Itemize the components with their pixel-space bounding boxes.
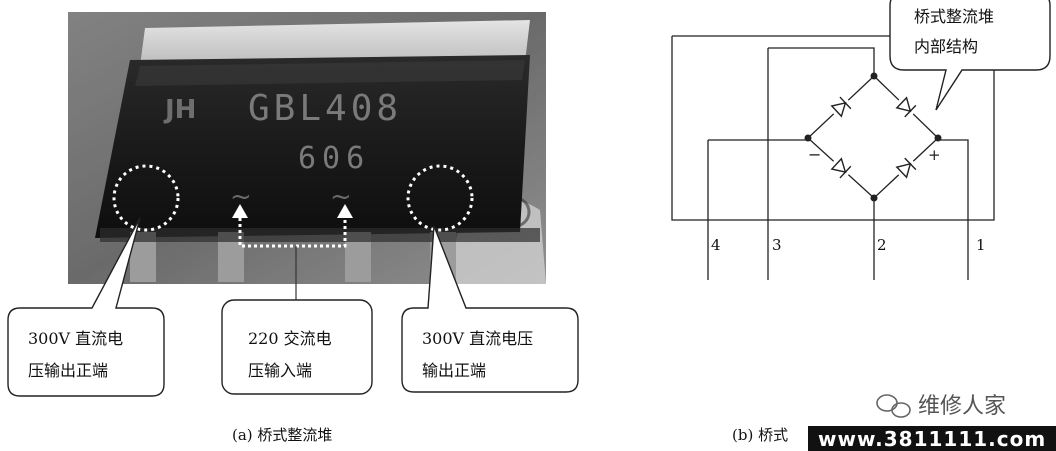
callout-middle: 220 交流电 压输入端	[221, 299, 373, 395]
caption-a: (a) 桥式整流堆	[232, 426, 332, 444]
bridge-diamond	[807, 75, 939, 199]
chip-top-face	[140, 20, 530, 66]
ac-symbol-right: ~	[330, 182, 352, 212]
watermark-site: www.3811111.com	[818, 427, 1046, 451]
plus-sign: +	[928, 146, 941, 164]
caption-b: (b) 桥式	[732, 426, 788, 444]
chip-logo: JH	[163, 95, 196, 125]
callout-right-line2: 输出正端	[422, 361, 486, 380]
diode-top-right	[892, 93, 920, 121]
pin-label-4: 4	[711, 236, 721, 254]
diode-bottom-right	[892, 154, 920, 182]
ac-symbol-left: ~	[230, 182, 252, 212]
callout-left-line2: 压输出正端	[28, 361, 108, 380]
chip-body	[95, 55, 530, 238]
callout-left: 300V 直流电 压输出正端	[7, 217, 165, 397]
callout-middle-line1: 220 交流电	[248, 329, 332, 348]
wire-top-inner	[768, 47, 875, 76]
bridge-rectifier-photo: JH GBL408 606 ~ ~	[68, 12, 546, 300]
callout-middle-line2: 压输入端	[248, 361, 312, 380]
dc-positive-marker-right	[406, 164, 474, 232]
watermark-brand: 维修人家	[918, 394, 1006, 419]
schematic-nodes	[804, 72, 942, 202]
watermark: 维修人家 www.3811111.com	[808, 394, 1056, 451]
chip-date-code: 606	[298, 141, 370, 176]
diode-bottom-left	[827, 154, 855, 182]
dc-positive-marker-left	[112, 164, 180, 232]
callout-right: 300V 直流电压 输出正端	[401, 225, 579, 393]
callout-left-line1: 300V 直流电	[28, 329, 123, 348]
callout-right-line1: 300V 直流电压	[422, 329, 533, 348]
pin-label-2: 2	[877, 236, 887, 254]
arrow-head-left	[232, 204, 248, 218]
minus-sign: −	[808, 145, 821, 164]
watermark-bar	[808, 426, 1056, 451]
arrow-head-right	[337, 204, 353, 218]
pin-label-1: 1	[976, 236, 986, 254]
pin-label-3: 3	[772, 236, 782, 254]
ac-input-arrows	[238, 218, 347, 248]
bubble-line1: 桥式整流堆	[914, 7, 994, 26]
bubble-line2: 内部结构	[914, 37, 978, 56]
chip-model-text: GBL408	[248, 88, 402, 129]
wire-pin1	[938, 139, 969, 280]
diode-top-left	[827, 93, 855, 121]
schematic-bubble: 桥式整流堆 内部结构	[889, 0, 1051, 111]
wechat-icon	[876, 394, 911, 418]
